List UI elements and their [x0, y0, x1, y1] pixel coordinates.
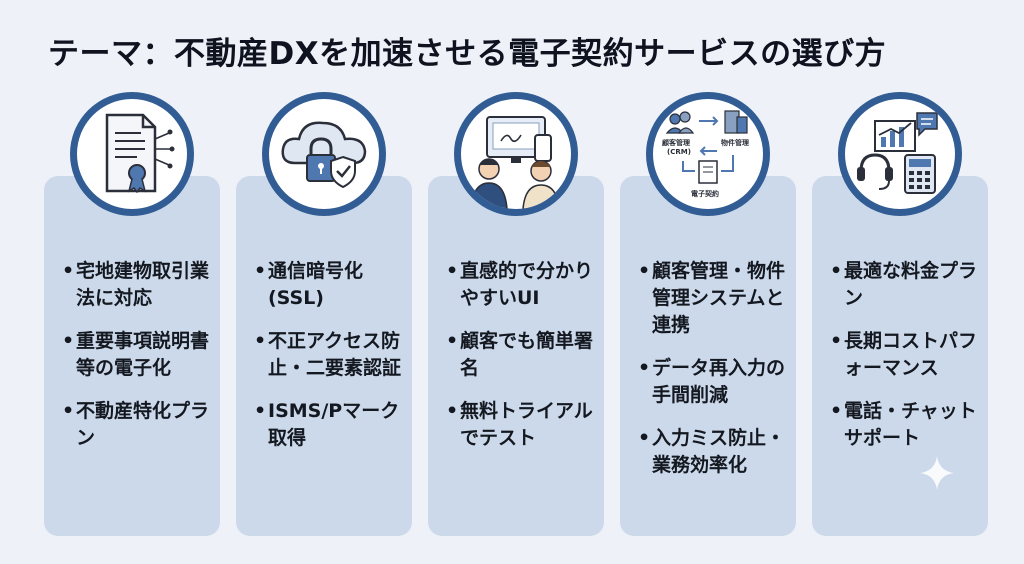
cost-support-icon: [838, 92, 962, 216]
feature-card-integration: 顧客管理・物件管理システムと連携 データ再入力の手間削減 入力ミス防止・業務効率…: [620, 176, 796, 536]
card-item: 不正アクセス防止・二要素認証: [254, 328, 406, 382]
crm-label: 顧客管理: [662, 138, 690, 147]
system-integration-diagram-icon: 顧客管理 (CRM) 物件管理 電子契約: [646, 92, 770, 216]
feature-card-security: 通信暗号化(SSL) 不正アクセス防止・二要素認証 ISMS/Pマーク取得: [236, 176, 412, 536]
card-item: 通信暗号化(SSL): [254, 258, 406, 312]
card-item: 無料トライアルでテスト: [446, 398, 598, 452]
card-item: 直感的で分かりやすいUI: [446, 258, 598, 312]
feature-card-legal: 宅地建物取引業法に対応 重要事項説明書等の電子化 不動産特化プラン: [44, 176, 220, 536]
sparkle-icon: [920, 456, 954, 490]
card-item: 最適な料金プラン: [830, 258, 982, 312]
card-item: 長期コストパフォーマンス: [830, 328, 982, 382]
card-item: 顧客でも簡単署名: [446, 328, 598, 382]
card-item: 宅地建物取引業法に対応: [62, 258, 214, 312]
contract-label: 電子契約: [691, 189, 719, 198]
feature-card-cost-support: 最適な料金プラン 長期コストパフォーマンス 電話・チャットサポート: [812, 176, 988, 536]
page-title: テーマ：不動産DXを加速させる電子契約サービスの選び方: [48, 36, 887, 72]
card-item: ISMS/Pマーク取得: [254, 398, 406, 452]
cloud-lock-security-icon: [262, 92, 386, 216]
card-item: データ再入力の手間削減: [638, 355, 790, 409]
crm-sub-label: (CRM): [667, 148, 691, 156]
users-signing-devices-icon: [454, 92, 578, 216]
card-item: 電話・チャットサポート: [830, 398, 982, 452]
contract-document-icon: [70, 92, 194, 216]
card-item: 重要事項説明書等の電子化: [62, 328, 214, 382]
card-item: 顧客管理・物件管理システムと連携: [638, 258, 790, 339]
feature-card-usability: 直感的で分かりやすいUI 顧客でも簡単署名 無料トライアルでテスト: [428, 176, 604, 536]
card-item: 入力ミス防止・業務効率化: [638, 425, 790, 479]
card-item: 不動産特化プラン: [62, 398, 214, 452]
property-label: 物件管理: [721, 138, 749, 147]
